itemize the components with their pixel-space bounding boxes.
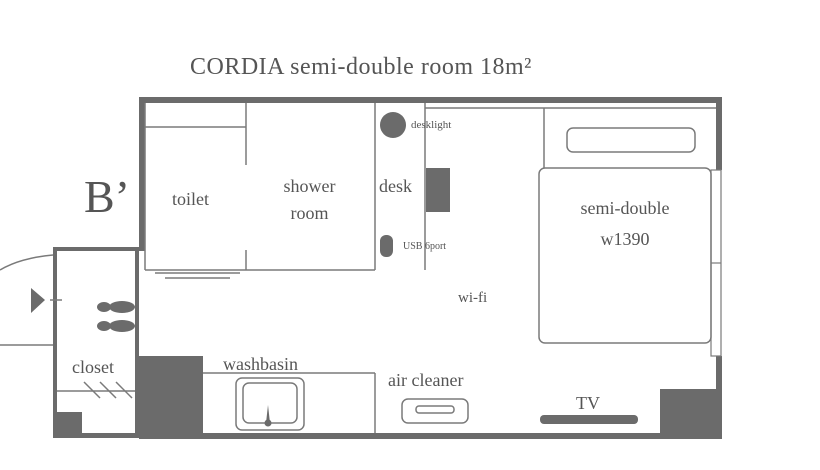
room-label-closet: closet — [72, 357, 114, 377]
wifi-label: wi-fi — [458, 290, 488, 306]
room-label-desk: desk — [379, 176, 412, 196]
tv-label: TV — [576, 393, 600, 413]
air-cleaner-label: air cleaner — [388, 370, 464, 390]
desklight-label: desklight — [411, 119, 452, 131]
bed-label-2: w1390 — [600, 229, 650, 249]
room-label-shower-1: shower — [283, 176, 336, 196]
plan-title: CORDIA semi-double room 18m² — [190, 54, 532, 80]
desk-chair-icon — [426, 168, 450, 212]
faucet-icon — [266, 405, 270, 423]
interior-partitions — [0, 103, 716, 433]
desklight-icon — [380, 112, 406, 138]
room-label-toilet: toilet — [172, 189, 209, 209]
entrance-arrow-icon — [31, 288, 45, 313]
pillar-left — [139, 356, 203, 436]
window — [710, 169, 722, 357]
tv-icon — [540, 415, 638, 424]
exterior-walls — [53, 97, 722, 439]
room-label-shower-2: room — [290, 203, 329, 223]
usb-port-icon — [380, 235, 393, 257]
unit-label: B’ — [84, 171, 130, 222]
pillar-right — [660, 389, 720, 436]
washbasin-label: washbasin — [223, 354, 298, 374]
shoe-icon — [97, 302, 111, 312]
usb-port-label: USB 6port — [403, 241, 447, 252]
bed-label-1: semi-double — [580, 198, 670, 218]
pillar-closet — [57, 412, 82, 436]
